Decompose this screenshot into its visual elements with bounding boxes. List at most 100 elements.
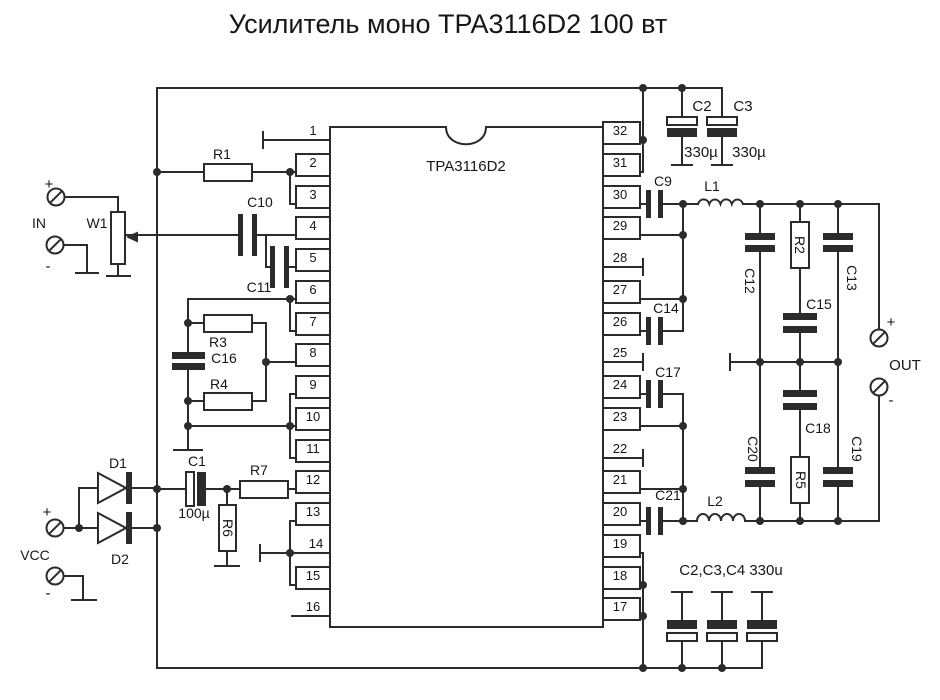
svg-text:20: 20 bbox=[613, 504, 627, 519]
label-c2-value: 330µ bbox=[684, 144, 718, 161]
in-plus-terminal[interactable] bbox=[46, 187, 66, 207]
c2-c3-wires bbox=[671, 87, 733, 166]
label-w1: W1 bbox=[87, 215, 108, 231]
svg-text:26: 26 bbox=[613, 314, 627, 329]
diode-d1 bbox=[97, 471, 132, 505]
junction-dots bbox=[75, 84, 842, 672]
output-top-wires bbox=[682, 203, 880, 371]
svg-text:27: 27 bbox=[613, 282, 627, 297]
right-pin-numbers: 32 31 30 29 28 27 26 25 24 23 22 21 20 1… bbox=[613, 123, 627, 614]
svg-text:29: 29 bbox=[613, 218, 627, 233]
label-c19: C19 bbox=[849, 436, 865, 462]
svg-text:24: 24 bbox=[613, 377, 627, 392]
label-in-minus: - bbox=[46, 258, 51, 275]
label-c20: C20 bbox=[745, 436, 761, 462]
label-c16: C16 bbox=[211, 350, 237, 366]
capacitor-c9 bbox=[646, 190, 663, 218]
label-vcc-plus: + bbox=[43, 504, 52, 521]
svg-text:3: 3 bbox=[309, 187, 316, 202]
svg-text:5: 5 bbox=[309, 250, 316, 265]
svg-text:19: 19 bbox=[613, 536, 627, 551]
out-plus-terminal[interactable] bbox=[869, 328, 889, 348]
resistor-r6 bbox=[218, 504, 237, 552]
label-vcc: VCC bbox=[20, 547, 50, 563]
label-c18: C18 bbox=[805, 420, 831, 436]
resistor-r2 bbox=[790, 221, 810, 269]
svg-text:13: 13 bbox=[306, 504, 320, 519]
capacitor-c13 bbox=[823, 233, 853, 252]
inductor-l1 bbox=[696, 198, 745, 208]
label-r5: R5 bbox=[793, 471, 809, 489]
input-net-wires bbox=[62, 196, 297, 277]
label-in-plus: + bbox=[45, 176, 54, 193]
svg-text:22: 22 bbox=[613, 441, 627, 456]
svg-text:30: 30 bbox=[613, 187, 627, 202]
label-vcc-minus: - bbox=[46, 585, 51, 602]
ic-body bbox=[329, 126, 604, 628]
svg-text:14: 14 bbox=[309, 536, 323, 551]
inductor-l2 bbox=[695, 513, 747, 523]
label-c14: C14 bbox=[653, 300, 679, 316]
capacitor-c16 bbox=[172, 352, 205, 370]
left-pin-numbers: 1 2 3 4 5 6 7 8 9 10 11 12 13 14 15 16 bbox=[306, 123, 323, 614]
svg-text:4: 4 bbox=[309, 218, 316, 233]
capacitor-c17 bbox=[646, 380, 663, 408]
label-c13: C13 bbox=[844, 265, 860, 291]
label-c17: C17 bbox=[655, 364, 681, 380]
svg-text:1: 1 bbox=[309, 123, 316, 138]
in-minus-terminal[interactable] bbox=[45, 235, 65, 255]
svg-text:10: 10 bbox=[306, 409, 320, 424]
label-c10: C10 bbox=[247, 194, 273, 210]
vcc-plus-terminal[interactable] bbox=[45, 518, 65, 538]
output-bottom-wires bbox=[682, 361, 880, 522]
capacitor-c15 bbox=[783, 313, 817, 333]
svg-text:12: 12 bbox=[306, 472, 320, 487]
resistor-r3 bbox=[203, 314, 253, 333]
label-c21: C21 bbox=[655, 487, 681, 503]
wiper-arrow-icon bbox=[126, 231, 138, 243]
vcc-minus-terminal[interactable] bbox=[45, 566, 65, 586]
svg-text:18: 18 bbox=[613, 568, 627, 583]
svg-text:2: 2 bbox=[309, 155, 316, 170]
potentiometer-w1 bbox=[110, 211, 126, 265]
label-c1-value: 100µ bbox=[178, 505, 209, 521]
outer-rails bbox=[156, 87, 763, 669]
capacitor-c14 bbox=[646, 317, 663, 345]
label-r6: R6 bbox=[220, 519, 236, 537]
svg-text:15: 15 bbox=[306, 568, 320, 583]
label-out: OUT bbox=[889, 357, 921, 374]
capacitor-c10 bbox=[238, 214, 257, 256]
svg-text:9: 9 bbox=[309, 377, 316, 392]
resistor-r1 bbox=[203, 163, 253, 182]
svg-text:11: 11 bbox=[306, 441, 320, 456]
r1-net-wires bbox=[156, 171, 297, 205]
label-c1: C1 bbox=[188, 453, 206, 469]
label-d1: D1 bbox=[109, 455, 127, 471]
label-d2: D2 bbox=[111, 551, 129, 567]
label-out-minus: - bbox=[889, 392, 894, 409]
svg-text:28: 28 bbox=[613, 250, 627, 265]
capacitor-c11 bbox=[270, 246, 289, 288]
ic-pin-tabs bbox=[295, 121, 641, 621]
svg-text:7: 7 bbox=[309, 314, 316, 329]
capacitor-c21 bbox=[646, 507, 663, 535]
svg-text:6: 6 bbox=[309, 282, 316, 297]
svg-text:25: 25 bbox=[613, 345, 627, 360]
label-l2: L2 bbox=[707, 493, 723, 509]
out-minus-terminal[interactable] bbox=[869, 377, 889, 397]
resistor-r4 bbox=[203, 392, 253, 411]
svg-text:23: 23 bbox=[613, 409, 627, 424]
svg-text:17: 17 bbox=[613, 599, 627, 614]
ic-name-label: TPA3116D2 bbox=[426, 158, 506, 175]
label-l1: L1 bbox=[704, 178, 720, 194]
svg-text:32: 32 bbox=[613, 123, 627, 138]
resistor-r5 bbox=[790, 456, 810, 504]
label-c3-value: 330µ bbox=[732, 144, 766, 161]
page-title: Усилитель моно TPA3116D2 100 вт bbox=[229, 9, 668, 39]
label-r7: R7 bbox=[250, 462, 268, 478]
bottom-capacitor-bank bbox=[666, 620, 778, 642]
capacitor-c19 bbox=[823, 467, 853, 487]
label-r1: R1 bbox=[213, 146, 231, 162]
label-c3: C3 bbox=[733, 98, 752, 115]
